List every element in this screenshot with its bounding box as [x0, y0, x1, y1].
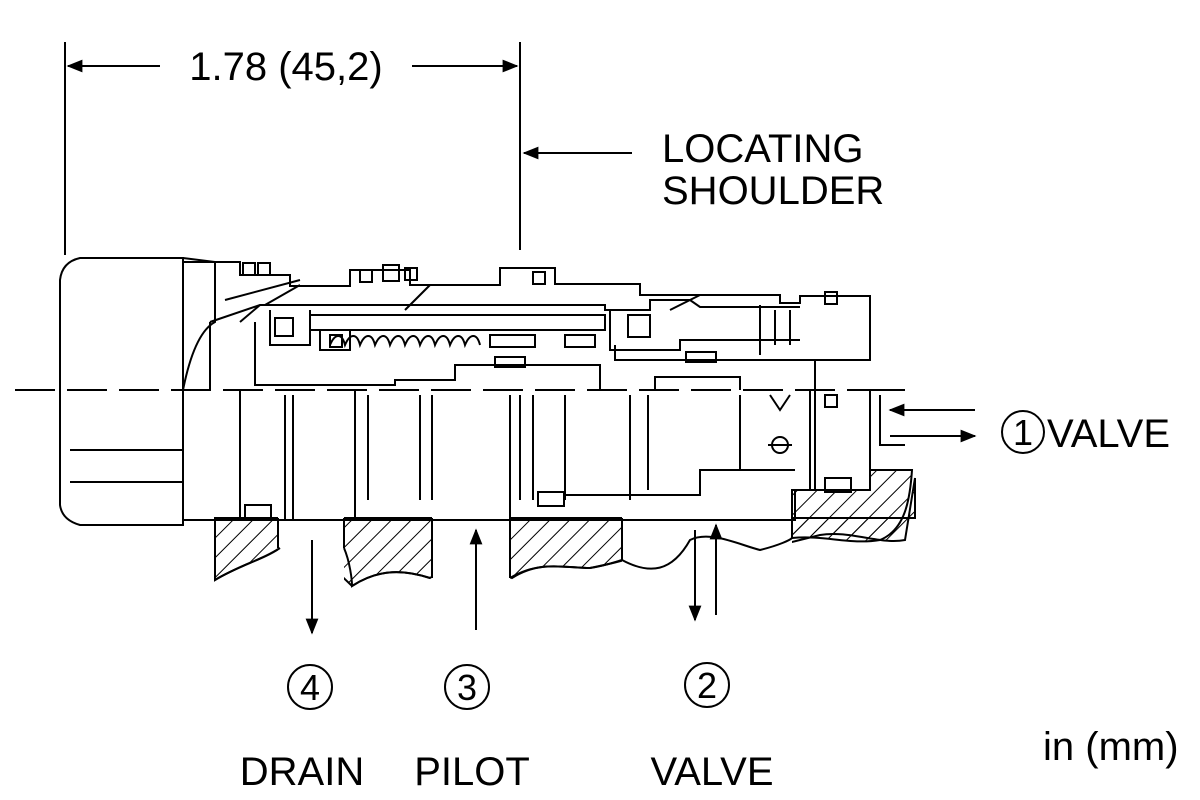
hex-nut: [59, 257, 216, 526]
port-4-circle: [287, 664, 333, 710]
port-4-number: 4: [300, 667, 320, 708]
port-2-circle: [684, 662, 730, 708]
cartridge-body: [15, 261, 905, 521]
port-1-number: 1: [1013, 412, 1033, 453]
port-2-label: VALVE: [650, 750, 773, 794]
dimension-text: 1.78 (45,2): [189, 45, 382, 89]
port-3-circle: [444, 664, 490, 710]
callout-line1: LOCATING: [662, 127, 864, 171]
cavity-hatch: [214, 469, 916, 588]
port-4-label: DRAIN: [240, 750, 364, 794]
port-2-number: 2: [697, 665, 717, 706]
units-label: in (mm): [1043, 725, 1179, 769]
port-3-opening: [432, 516, 510, 586]
port-3-label: PILOT: [414, 750, 530, 794]
port-1-label: VALVE: [1047, 412, 1170, 456]
dimension-group: [64, 42, 521, 255]
port-1-circle: [1001, 410, 1045, 454]
callout-line2: SHOULDER: [662, 169, 884, 213]
port-3-number: 3: [457, 667, 477, 708]
port-2-opening: [622, 516, 792, 586]
